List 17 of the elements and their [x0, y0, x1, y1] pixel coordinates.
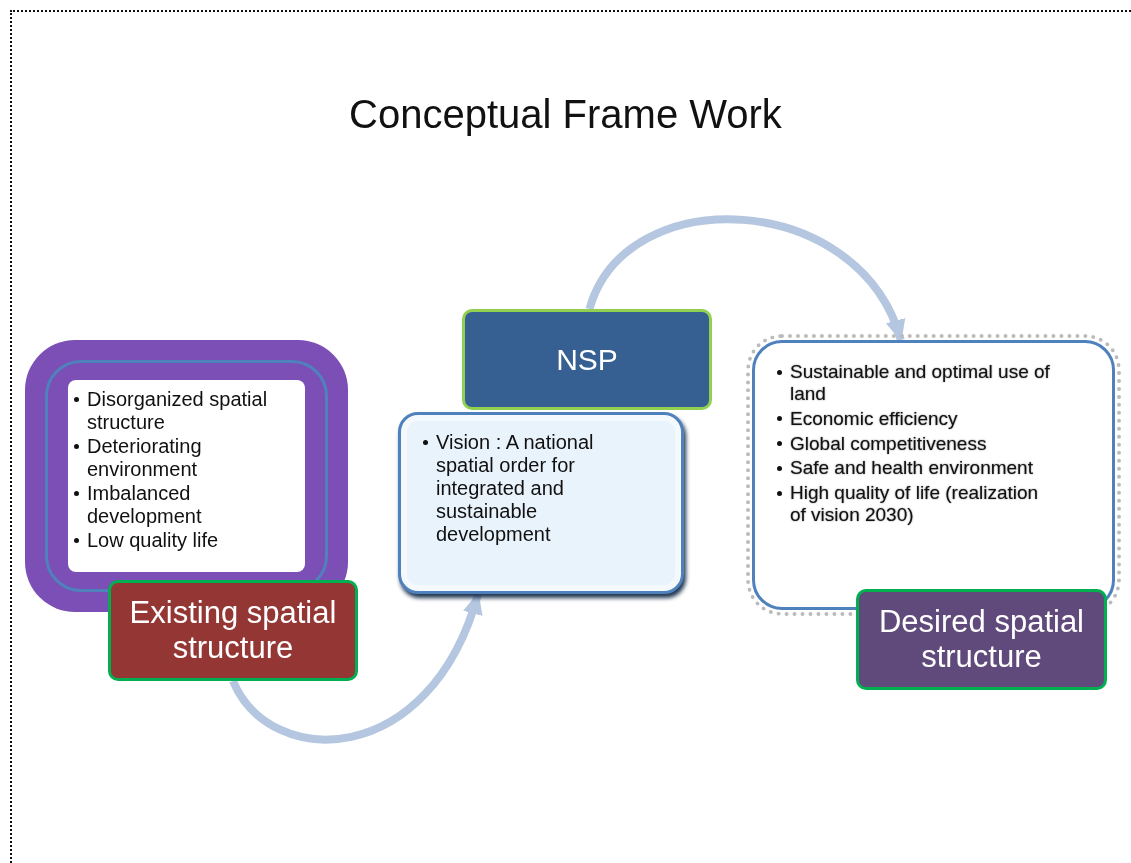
title-box: NSP — [462, 309, 712, 410]
bullet-item: Vision : A national spatial order for integrated and sustainable development — [436, 431, 595, 546]
bullet-item: Economic efficiency — [790, 407, 958, 430]
curved-arrow — [585, 215, 905, 342]
bullet-item: Disorganized spatial structure — [87, 388, 269, 434]
bullet-item: High quality of life (realization of vision 2030) — [790, 482, 1040, 526]
title-box: Desired spatial structure — [856, 589, 1107, 690]
bullet-item: Imbalanced development — [87, 482, 203, 528]
bullet-item: Sustainable and optimal use of land — [790, 361, 1050, 405]
diagram-title: Conceptual Frame Work — [348, 92, 783, 137]
bullet-item: Low quality life — [87, 529, 219, 552]
bullet-item: Deteriorating environment — [87, 435, 203, 481]
vision-card — [398, 412, 684, 594]
bullet-item: Safe and health environment — [790, 457, 1033, 480]
bullet-item: Global competitiveness — [790, 432, 987, 455]
curved-arrow — [229, 592, 482, 744]
title-box: Existing spatial structure — [108, 580, 358, 681]
